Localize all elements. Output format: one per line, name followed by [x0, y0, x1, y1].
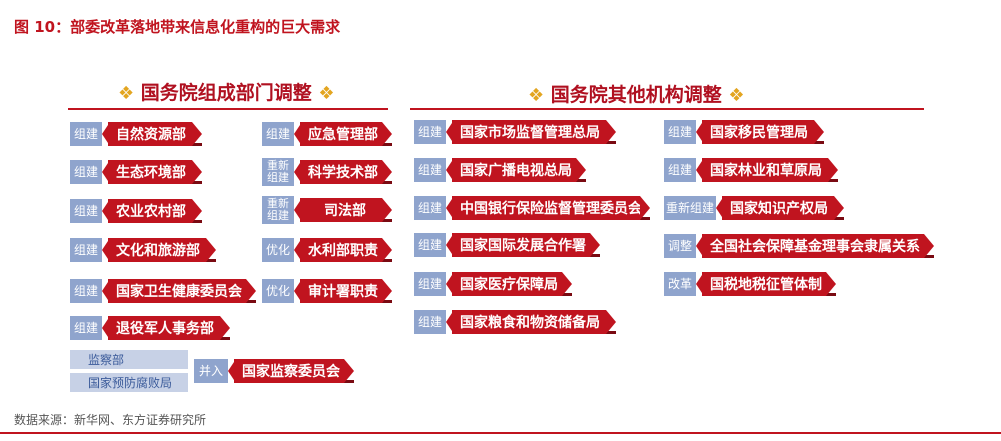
action-tag: 组建 — [414, 158, 446, 182]
action-tag: 组建 — [70, 238, 102, 262]
right-section-divider — [410, 108, 924, 110]
agency-label: 全国社会保障基金理事会隶属关系 — [702, 234, 934, 258]
agency-label: 农业农村部 — [108, 199, 202, 223]
agency-label: 国家广播电视总局 — [452, 158, 586, 182]
action-tag: 组建 — [70, 279, 102, 303]
agency-label: 中国银行保险监督管理委员会 — [452, 196, 650, 220]
agency-label: 国家卫生健康委员会 — [108, 279, 256, 303]
footer-divider — [0, 432, 1001, 434]
agency-label: 国家移民管理局 — [702, 120, 824, 144]
chevron-left-icon — [294, 122, 302, 146]
chevron-left-icon — [294, 160, 302, 184]
left-section-title: 国务院组成部门调整 — [140, 82, 312, 104]
action-tag: 组建 — [70, 160, 102, 184]
chevron-left-icon — [446, 120, 454, 144]
action-tag: 组建 — [414, 196, 446, 220]
agency-label: 应急管理部 — [300, 122, 392, 146]
action-tag: 组建 — [70, 199, 102, 223]
agency-label: 国家国际发展合作署 — [452, 233, 600, 257]
chevron-left-icon — [102, 160, 110, 184]
diamond-icon: ❖ — [118, 83, 135, 104]
chevron-left-icon — [102, 199, 110, 223]
agency-label: 自然资源部 — [108, 122, 202, 146]
action-tag: 组建 — [414, 310, 446, 334]
diamond-icon: ❖ — [728, 85, 745, 106]
merge-source-box: 国家预防腐败局 — [70, 373, 188, 392]
action-tag: 组建 — [414, 120, 446, 144]
chevron-left-icon — [294, 279, 302, 303]
action-tag: 重新组建 — [262, 196, 294, 224]
agency-label: 退役军人事务部 — [108, 316, 230, 340]
agency-label: 审计署职责 — [300, 279, 392, 303]
left-section-header: ❖ 国务院组成部门调整 ❖ — [118, 78, 335, 105]
action-tag: 重新组建 — [262, 158, 294, 186]
action-tag: 调整 — [664, 234, 696, 258]
figure-title: 图 10：部委改革落地带来信息化重构的巨大需求 — [14, 18, 341, 36]
left-section-divider — [68, 108, 388, 110]
chevron-left-icon — [294, 238, 302, 262]
action-tag: 优化 — [262, 238, 294, 262]
chevron-left-icon — [102, 279, 110, 303]
agency-label: 国家市场监督管理总局 — [452, 120, 616, 144]
agency-label: 生态环境部 — [108, 160, 202, 184]
action-tag: 重新组建 — [664, 196, 716, 220]
merge-source-box: 监察部 — [70, 350, 188, 369]
chevron-left-icon — [446, 310, 454, 334]
chevron-left-icon — [446, 158, 454, 182]
agency-label: 科学技术部 — [300, 160, 392, 184]
agency-label: 国家知识产权局 — [722, 196, 844, 220]
action-tag: 优化 — [262, 279, 294, 303]
chevron-left-icon — [102, 122, 110, 146]
agency-label: 国家监察委员会 — [234, 359, 354, 383]
chevron-left-icon — [294, 198, 302, 222]
data-source: 数据来源：新华网、东方证券研究所 — [14, 413, 207, 427]
chevron-left-icon — [696, 234, 704, 258]
agency-label: 国家医疗保障局 — [452, 272, 572, 296]
action-tag: 组建 — [262, 122, 294, 146]
chevron-left-icon — [228, 359, 236, 383]
agency-label: 国税地税征管体制 — [702, 272, 836, 296]
chevron-left-icon — [696, 158, 704, 182]
action-tag: 并入 — [194, 359, 228, 383]
action-tag: 组建 — [70, 122, 102, 146]
agency-label: 水利部职责 — [300, 238, 392, 262]
chevron-left-icon — [446, 196, 454, 220]
action-tag: 组建 — [70, 316, 102, 340]
action-tag: 组建 — [414, 233, 446, 257]
action-tag: 组建 — [664, 158, 696, 182]
agency-label: 文化和旅游部 — [108, 238, 216, 262]
action-tag: 组建 — [414, 272, 446, 296]
chevron-left-icon — [696, 120, 704, 144]
agency-label: 司法部 — [300, 198, 392, 222]
chevron-left-icon — [102, 316, 110, 340]
agency-label: 国家林业和草原局 — [702, 158, 838, 182]
chevron-left-icon — [102, 238, 110, 262]
right-section-title: 国务院其他机构调整 — [550, 84, 722, 106]
chevron-left-icon — [446, 233, 454, 257]
chevron-left-icon — [716, 196, 724, 220]
action-tag: 组建 — [664, 120, 696, 144]
right-section-header: ❖ 国务院其他机构调整 ❖ — [528, 80, 745, 107]
diamond-icon: ❖ — [318, 83, 335, 104]
chevron-left-icon — [696, 272, 704, 296]
diamond-icon: ❖ — [528, 85, 545, 106]
chevron-left-icon — [446, 272, 454, 296]
action-tag: 改革 — [664, 272, 696, 296]
agency-label: 国家粮食和物资储备局 — [452, 310, 616, 334]
